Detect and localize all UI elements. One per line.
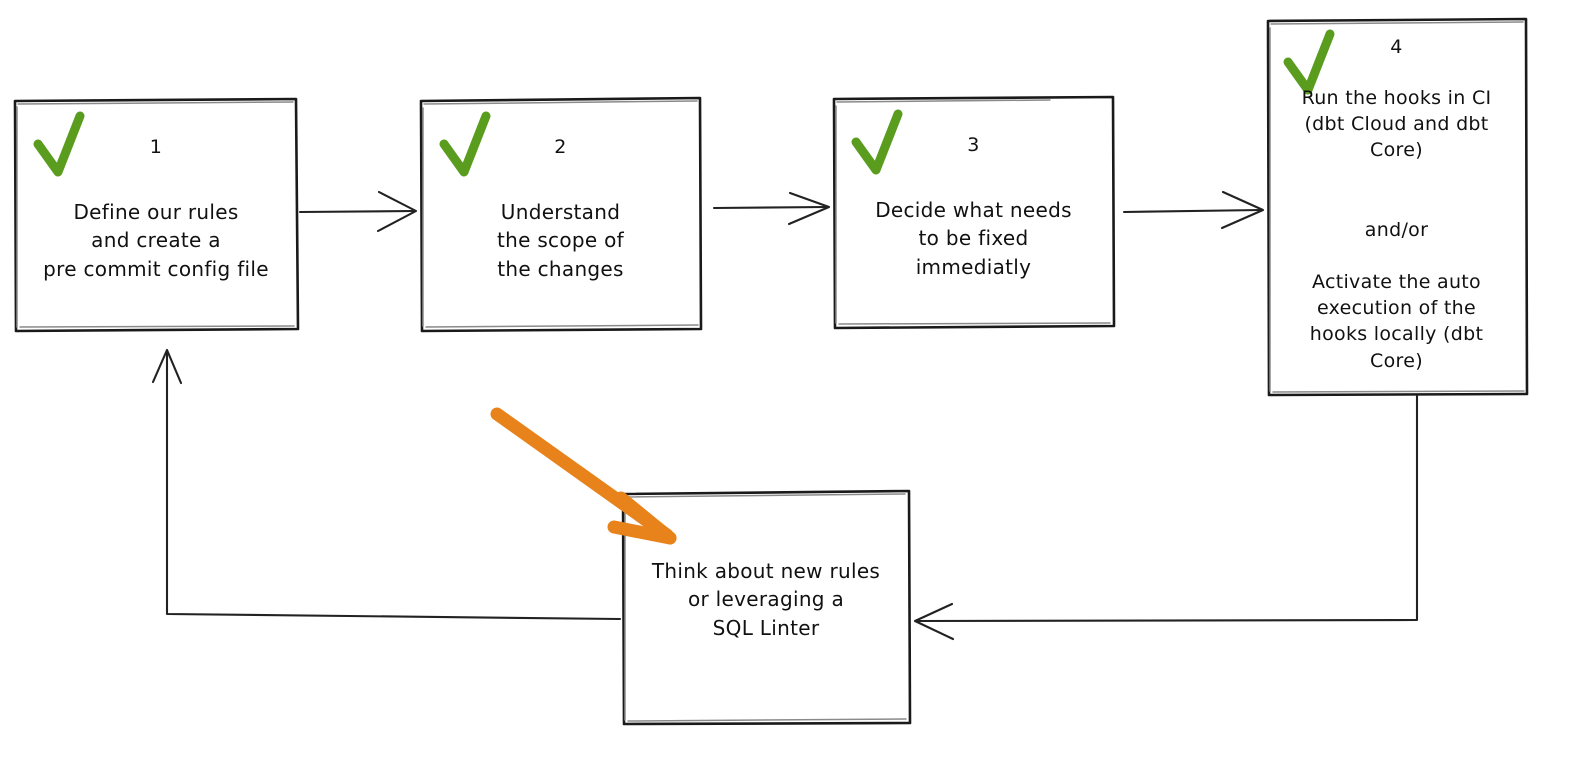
- step-1-check-icon: [33, 111, 85, 177]
- step-1-number: 1: [149, 136, 163, 158]
- step-4-number: 4: [1390, 36, 1403, 58]
- arrow-3-to-4: [1122, 190, 1265, 230]
- step-4-text-part-a: Run the hooks in CI (dbt Cloud and dbt C…: [1301, 87, 1492, 162]
- step-2-node[interactable]: 2 Understand the scope of the changes: [420, 100, 701, 330]
- step-1-text: Define our rules and create a pre commit…: [43, 200, 269, 281]
- step-loop-text: Think about new rules or leveraging a SQ…: [651, 559, 881, 640]
- step-1-box-outline: [13, 97, 300, 333]
- step-2-text: Understand the scope of the changes: [496, 200, 625, 281]
- arrow-4-to-loop: [913, 394, 1419, 641]
- step-4-text-part-b: Activate the auto execution of the hooks…: [1309, 271, 1484, 372]
- step-loop-node[interactable]: Think about new rules or leveraging a SQ…: [622, 492, 910, 724]
- step-3-text: Decide what needs to be fixed immediatly: [875, 198, 1072, 279]
- step-4-text-connector: and/or: [1364, 219, 1429, 241]
- step-3-box-outline: [832, 95, 1116, 330]
- step-4-check-icon: [1283, 29, 1335, 95]
- step-2-box-outline: [419, 96, 703, 333]
- step-3-node[interactable]: 3 Decide what needs to be fixed immediat…: [833, 98, 1114, 327]
- step-3-number: 3: [967, 134, 980, 156]
- step-2-check-icon: [439, 111, 491, 177]
- arrow-1-to-2: [298, 190, 418, 233]
- step-3-check-icon: [851, 109, 903, 175]
- step-2-number: 2: [554, 136, 567, 158]
- step-4-node[interactable]: 4 Run the hooks in CI (dbt Cloud and dbt…: [1266, 19, 1527, 395]
- step-loop-box-outline: [621, 489, 912, 726]
- arrow-2-to-3: [712, 191, 831, 226]
- orange-pointer-arrow-icon: [490, 407, 677, 545]
- step-4-box-outline: [1266, 17, 1529, 397]
- step-1-node[interactable]: 1 Define our rules and create a pre comm…: [14, 100, 298, 330]
- arrow-loop-to-1: [151, 348, 622, 621]
